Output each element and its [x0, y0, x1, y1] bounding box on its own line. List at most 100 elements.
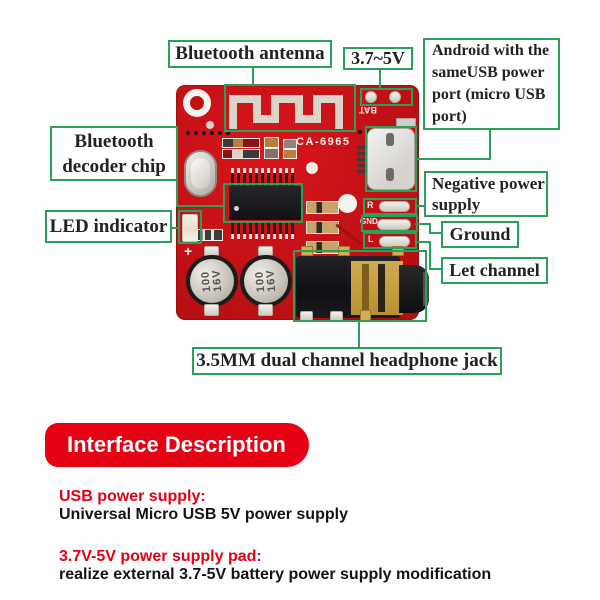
voltage-callout-line [379, 69, 381, 88]
android-callout-line [489, 129, 491, 160]
led-body [182, 214, 198, 242]
chip-pins-bottom [231, 221, 297, 234]
usb-outline-box [365, 126, 417, 192]
r-pad-outline-box [363, 198, 417, 215]
callout-label-text: 3.7~5V [351, 48, 405, 68]
pcb-hole-dot [210, 131, 214, 135]
solder-pad [306, 162, 318, 174]
chip-pads-bottom [231, 234, 297, 239]
crystal-highlight [191, 158, 210, 189]
led-outline-box [178, 210, 202, 244]
antenna-outline-box [224, 84, 356, 132]
callout-label-text: Bluetooth antenna [175, 43, 325, 64]
smd-component [197, 229, 223, 241]
pad-label-r: R [367, 200, 374, 210]
via-dot [206, 121, 214, 129]
battery-pads-outline-box [360, 88, 413, 106]
callout-label-text: Bluetooth [74, 130, 154, 152]
callout-left-channel: Let channel [441, 257, 548, 284]
led-callout-line [170, 227, 180, 229]
chip-outline-box [223, 183, 303, 223]
ground-callout-line [429, 232, 443, 234]
left-channel-callout-line [415, 241, 431, 243]
callout-label-text: port) [432, 108, 467, 125]
callout-label-text: supply [432, 195, 481, 214]
callout-led-indicator: LED indicator [45, 210, 172, 243]
usb-pin [357, 170, 366, 173]
usb-pin [357, 146, 366, 149]
callout-decoder-chip: Bluetooth decoder chip [50, 126, 178, 181]
pad-label-l: L [368, 234, 374, 244]
callout-label-text: decoder chip [62, 155, 166, 177]
jack-contact-slot [362, 264, 369, 312]
usb-pin [357, 164, 366, 167]
solder-pad-gnd [377, 219, 411, 230]
pad-label-gnd: GND [360, 217, 378, 226]
pcb-hole-dot [218, 131, 222, 135]
callout-label-text: 3.5MM dual channel headphone jack [196, 350, 498, 371]
chip-marking-dot [234, 206, 239, 211]
l-pad-outline-box [363, 232, 417, 249]
solder-pad [338, 194, 357, 213]
negative-callout-line [415, 205, 426, 207]
usb-screw [386, 133, 394, 146]
left-channel-callout-line [429, 268, 443, 270]
jack-outline-box [293, 250, 427, 322]
jack-contact-slot [378, 264, 385, 312]
smd-component [222, 138, 260, 148]
cap-solder-tab [258, 304, 273, 316]
section-banner: Interface Description [45, 423, 309, 467]
gnd-pad-outline-box [361, 215, 418, 232]
callout-label-text: Android with the [432, 42, 550, 59]
usb-pin [357, 152, 366, 155]
callout-negative-power: Negative power supply [424, 171, 548, 217]
info-heading: USB power supply: [59, 488, 206, 505]
info-item-pad: 3.7V-5V power supply pad: realize extern… [59, 548, 491, 584]
callout-headphone-jack: 3.5MM dual channel headphone jack [192, 347, 502, 375]
antenna-callout-line [252, 66, 254, 85]
jack-callout-line [358, 321, 360, 348]
mounting-hole-center [190, 96, 204, 110]
pcb-hole-dot [186, 131, 190, 135]
info-body: Universal Micro USB 5V power supply [59, 506, 348, 523]
jack-gold-contacts [351, 261, 403, 315]
pcb-hole-dot [202, 131, 206, 135]
callout-bluetooth-antenna: Bluetooth antenna [168, 40, 332, 68]
callout-label-text: sameUSB power [432, 64, 545, 81]
smd-component [283, 139, 297, 159]
chip-pins-top [231, 173, 297, 186]
chip-pads-top [231, 168, 297, 173]
smd-component [222, 149, 260, 159]
callout-label-text: port (micro USB [432, 86, 546, 103]
pcb-hole-dot [194, 131, 198, 135]
plus-silkscreen: + [184, 243, 193, 259]
smd-component [264, 137, 279, 159]
battery-pad [365, 91, 377, 103]
bat-silkscreen: BAT [359, 105, 377, 115]
usb-screw [386, 168, 394, 181]
callout-label-text: Negative power [432, 174, 545, 193]
cap-solder-tab [204, 304, 219, 316]
usb-pin [357, 158, 366, 161]
info-item-usb: USB power supply: Universal Micro USB 5V… [59, 488, 348, 524]
callout-label-text: LED indicator [49, 215, 168, 237]
callout-voltage: 3.7~5V [343, 47, 413, 70]
callout-label-text: Let channel [449, 260, 540, 280]
callout-android-usb: Android with the sameUSB power port (mic… [423, 38, 560, 130]
ground-callout-line [429, 223, 431, 234]
info-body: realize external 3.7-5V battery power su… [59, 566, 492, 583]
solder-pad-r [379, 201, 410, 212]
antenna-trace [226, 87, 354, 129]
ground-callout-line [415, 223, 431, 225]
left-channel-callout-line [429, 241, 431, 270]
callout-label-text: Ground [449, 224, 511, 244]
android-callout-line [415, 158, 491, 160]
pcb-hole-dot [358, 130, 362, 134]
decoder-callout-line [176, 205, 224, 207]
model-silkscreen: CA-6965 [296, 136, 351, 148]
